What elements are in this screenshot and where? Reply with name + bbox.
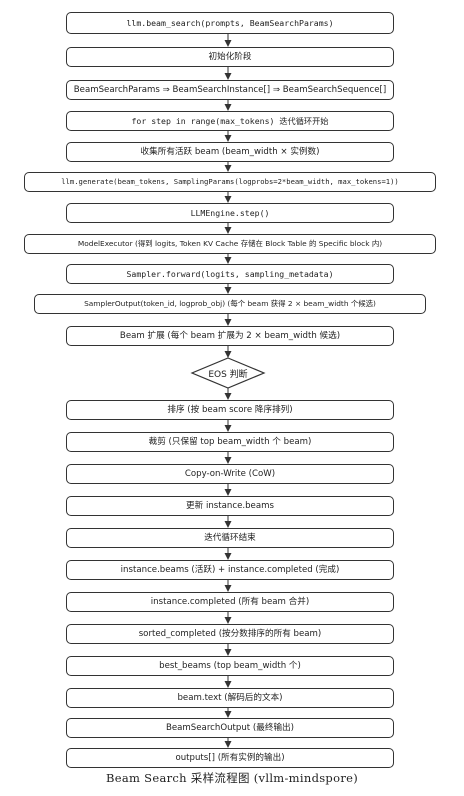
node-beam-expand: Beam 扩展 (每个 beam 扩展为 2 × beam_width 候选) xyxy=(66,326,394,346)
node-instance-completed-label: instance.completed (所有 beam 合并) xyxy=(150,596,310,607)
node-update-instance-beams: 更新 instance.beams xyxy=(66,496,394,516)
node-sampler-forward: Sampler.forward(logits, sampling_metadat… xyxy=(66,264,394,284)
node-init-phase: 初始化阶段 xyxy=(66,47,394,67)
node-params-to-sequence-label: BeamSearchParams ⇒ BeamSearchInstance[] … xyxy=(73,84,387,95)
node-outputs-label: outputs[] (所有实例的输出) xyxy=(175,752,285,763)
node-model-executor: ModelExecutor (得到 logits, Token KV Cache… xyxy=(24,234,436,254)
node-loop-end-label: 迭代循环结束 xyxy=(204,532,256,543)
node-prune-beams-label: 裁剪 (只保留 top beam_width 个 beam) xyxy=(148,436,312,447)
eos-decision-label: EOS 判断 xyxy=(208,369,248,380)
node-params-to-sequence: BeamSearchParams ⇒ BeamSearchInstance[] … xyxy=(66,80,394,100)
node-engine-step-label: LLMEngine.step() xyxy=(190,207,270,218)
node-outputs: outputs[] (所有实例的输出) xyxy=(66,748,394,768)
node-beam-search-output: BeamSearchOutput (最终输出) xyxy=(66,718,394,738)
node-sampler-output: SamplerOutput(token_id, logprob_obj) (每个… xyxy=(34,294,426,314)
node-loop-start-label: for step in range(max_tokens) 迭代循环开始 xyxy=(131,115,329,126)
node-update-instance-beams-label: 更新 instance.beams xyxy=(186,500,274,511)
node-collect-active-beams: 收集所有活跃 beam (beam_width × 实例数) xyxy=(66,142,394,162)
node-beams-plus-completed: instance.beams (活跃) + instance.completed… xyxy=(66,560,394,580)
node-init-phase-label: 初始化阶段 xyxy=(208,51,252,62)
node-sampler-forward-label: Sampler.forward(logits, sampling_metadat… xyxy=(126,268,334,279)
node-sampler-output-label: SamplerOutput(token_id, logprob_obj) (每个… xyxy=(84,299,376,309)
node-beam-search-call-label: llm.beam_search(prompts, BeamSearchParam… xyxy=(126,17,334,28)
node-sort-beams-label: 排序 (按 beam score 降序排列) xyxy=(167,404,293,415)
node-engine-step: LLMEngine.step() xyxy=(66,203,394,223)
node-beam-search-call: llm.beam_search(prompts, BeamSearchParam… xyxy=(66,12,394,34)
node-beam-search-output-label: BeamSearchOutput (最终输出) xyxy=(165,722,294,733)
node-llm-generate-label: llm.generate(beam_tokens, SamplingParams… xyxy=(61,177,399,187)
node-beam-expand-label: Beam 扩展 (每个 beam 扩展为 2 × beam_width 候选) xyxy=(119,330,341,341)
node-prune-beams: 裁剪 (只保留 top beam_width 个 beam) xyxy=(66,432,394,452)
node-best-beams: best_beams (top beam_width 个) xyxy=(66,656,394,676)
node-beam-text: beam.text (解码后的文本) xyxy=(66,688,394,708)
node-beam-text-label: beam.text (解码后的文本) xyxy=(177,692,283,703)
figure-caption: Beam Search 采样流程图 (vllm-mindspore) xyxy=(105,771,359,785)
node-llm-generate: llm.generate(beam_tokens, SamplingParams… xyxy=(24,172,436,192)
node-loop-end: 迭代循环结束 xyxy=(66,528,394,548)
node-collect-active-beams-label: 收集所有活跃 beam (beam_width × 实例数) xyxy=(140,146,320,157)
node-sort-beams: 排序 (按 beam score 降序排列) xyxy=(66,400,394,420)
node-copy-on-write: Copy-on-Write (CoW) xyxy=(66,464,394,484)
node-beams-plus-completed-label: instance.beams (活跃) + instance.completed… xyxy=(120,564,340,575)
eos-decision-diamond xyxy=(190,357,266,389)
node-model-executor-label: ModelExecutor (得到 logits, Token KV Cache… xyxy=(77,239,383,249)
node-sorted-completed-label: sorted_completed (按分数排序的所有 beam) xyxy=(138,628,322,639)
node-loop-start: for step in range(max_tokens) 迭代循环开始 xyxy=(66,111,394,131)
node-sorted-completed: sorted_completed (按分数排序的所有 beam) xyxy=(66,624,394,644)
node-best-beams-label: best_beams (top beam_width 个) xyxy=(159,660,301,671)
node-copy-on-write-label: Copy-on-Write (CoW) xyxy=(184,468,276,479)
node-instance-completed: instance.completed (所有 beam 合并) xyxy=(66,592,394,612)
